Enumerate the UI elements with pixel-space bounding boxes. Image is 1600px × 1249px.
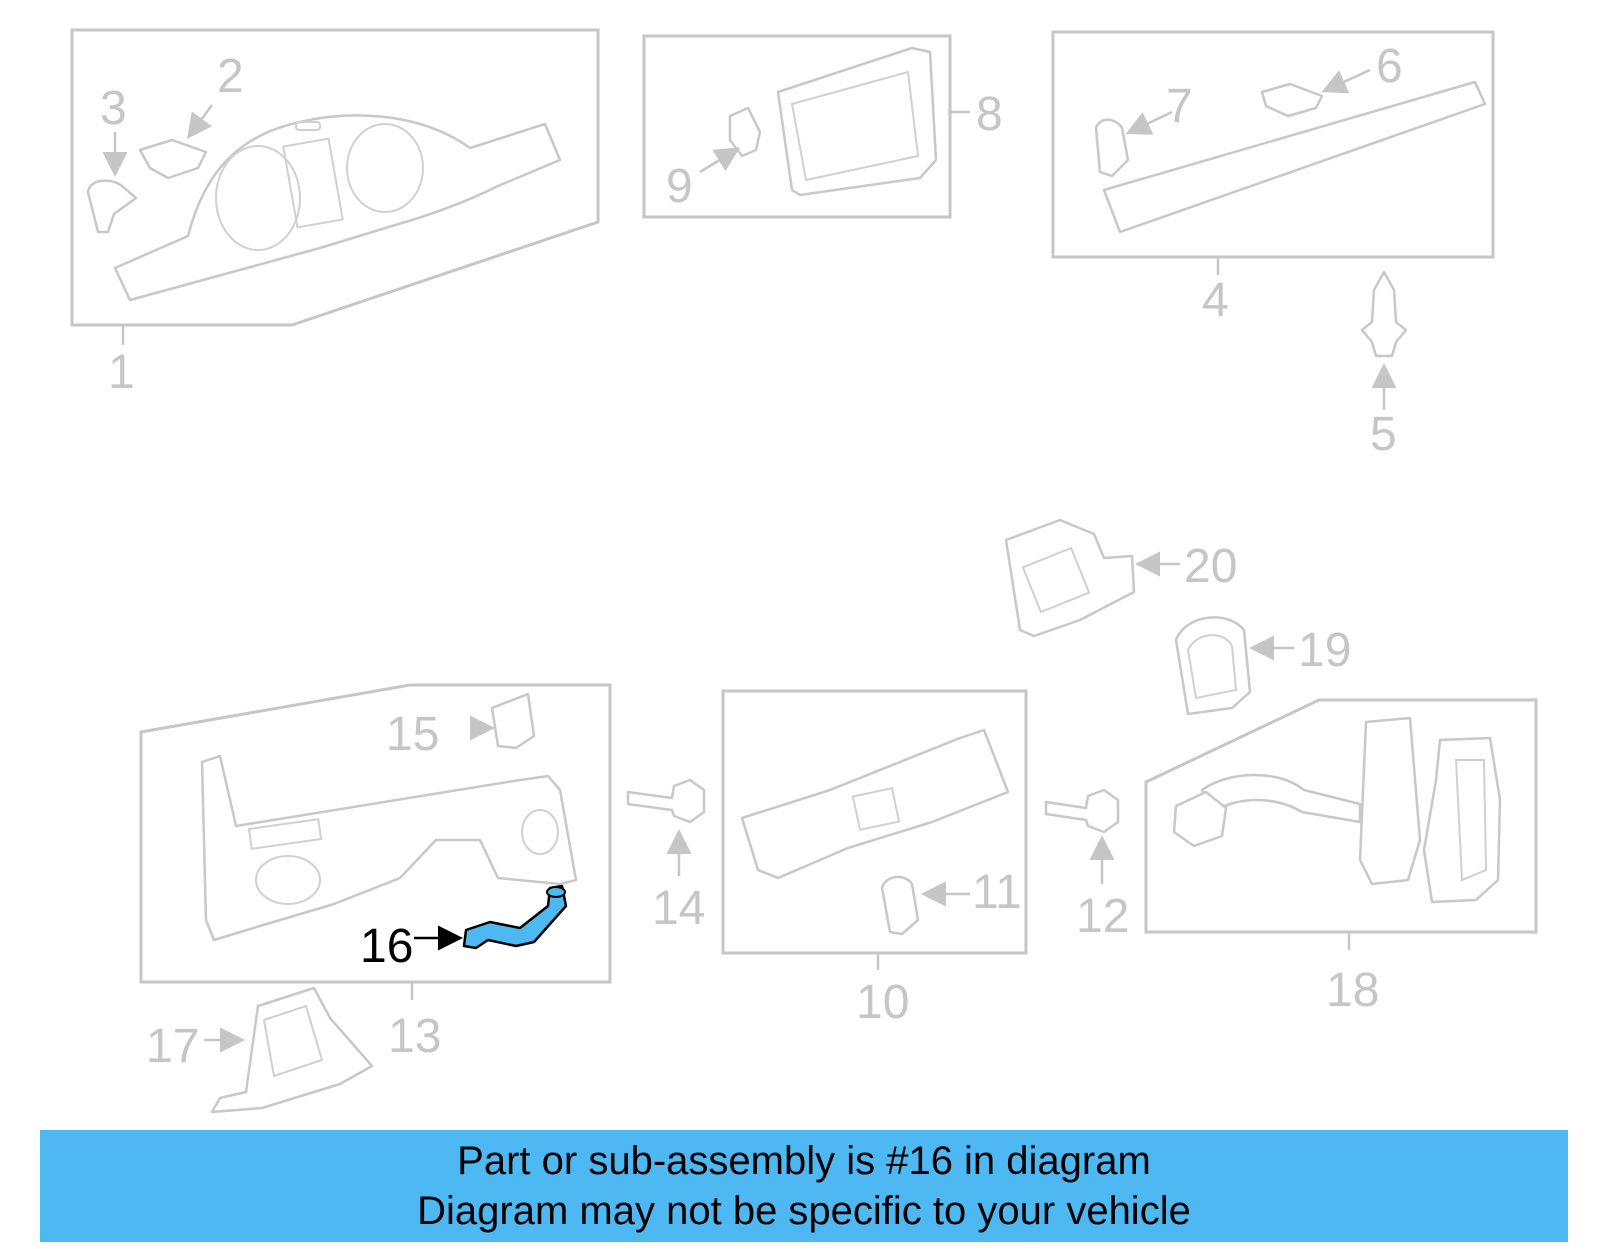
nut-6	[1260, 82, 1324, 118]
callout-7: 7	[1166, 80, 1193, 133]
clip-7	[1094, 118, 1130, 178]
bracket-20: 20	[1004, 518, 1237, 638]
callout-15: 15	[386, 708, 439, 761]
clip-9	[728, 106, 762, 158]
bolt-12-shape	[1044, 788, 1120, 834]
group-18-latch-assembly: 18	[1144, 698, 1538, 1017]
trim-strip-shape	[1102, 80, 1487, 234]
group-8-display-trim: 8 9	[642, 34, 1003, 219]
bolt-14: 14	[626, 778, 706, 935]
callout-13: 13	[388, 1010, 441, 1063]
bracket-20-shape	[1004, 518, 1136, 638]
bolt-12: 12	[1044, 788, 1129, 943]
handle-right-shape	[1422, 736, 1502, 904]
bolt-14-shape	[626, 778, 706, 824]
display-trim-shape	[776, 46, 938, 197]
clip-3	[86, 179, 138, 234]
parts-diagram: 1 2 3 8 9 4 6 7 5 20	[70, 28, 1538, 1114]
callout-9: 9	[666, 160, 693, 213]
part-16-shape	[462, 884, 568, 950]
callout-14: 14	[652, 882, 705, 935]
glove-box-17-shape	[210, 986, 374, 1114]
group-1-frame	[70, 28, 600, 327]
group-1-cluster-bezel: 1 2 3	[70, 28, 600, 399]
clip-2	[138, 138, 208, 180]
group-10-module-bracket: 10 11	[721, 689, 1028, 1029]
callout-17: 17	[146, 1020, 199, 1073]
banner-line-part-number: Part or sub-assembly is #16 in diagram	[457, 1139, 1151, 1183]
handle-left-shape	[1358, 716, 1422, 886]
banner-line-disclaimer: Diagram may not be specific to your vehi…	[417, 1189, 1191, 1233]
callout-19: 19	[1298, 624, 1351, 677]
screw-5-shape	[1360, 270, 1408, 358]
callout-11: 11	[972, 866, 1022, 919]
highlighted-part-16: 16	[360, 884, 568, 973]
group-4-trim-strip: 4 6 7	[1051, 30, 1495, 327]
cable-shape	[1200, 773, 1362, 824]
callout-12: 12	[1076, 890, 1129, 943]
group-8-frame	[642, 34, 952, 219]
callout-20: 20	[1184, 540, 1237, 593]
callout-3: 3	[100, 82, 127, 135]
callout-6: 6	[1376, 40, 1403, 93]
group-10-frame	[721, 689, 1028, 955]
callout-2: 2	[217, 50, 244, 103]
clip-15	[490, 692, 536, 750]
group-4-frame	[1051, 30, 1495, 259]
screw-5: 5	[1360, 270, 1408, 461]
callout-16: 16	[360, 920, 413, 973]
callout-8: 8	[976, 88, 1003, 141]
group-18-frame	[1144, 698, 1538, 934]
group-13-frame	[139, 683, 612, 984]
callout-10: 10	[856, 976, 909, 1029]
cluster-bezel-shape	[113, 114, 562, 302]
info-banner: Part or sub-assembly is #16 in diagram D…	[40, 1130, 1568, 1242]
clip-11	[880, 875, 920, 936]
glove-box-17: 17	[146, 986, 374, 1114]
callout-4: 4	[1202, 274, 1229, 327]
lower-panel-shape	[200, 754, 578, 942]
group-13-lower-panel: 13 15	[139, 683, 612, 1063]
callout-5: 5	[1370, 408, 1397, 461]
bracket-19: 19	[1174, 616, 1351, 716]
module-bracket-shape	[740, 728, 1010, 880]
latch-housing-shape	[1172, 790, 1228, 848]
bracket-19-shape	[1174, 616, 1252, 716]
callout-1: 1	[108, 346, 135, 399]
callout-18: 18	[1326, 964, 1379, 1017]
